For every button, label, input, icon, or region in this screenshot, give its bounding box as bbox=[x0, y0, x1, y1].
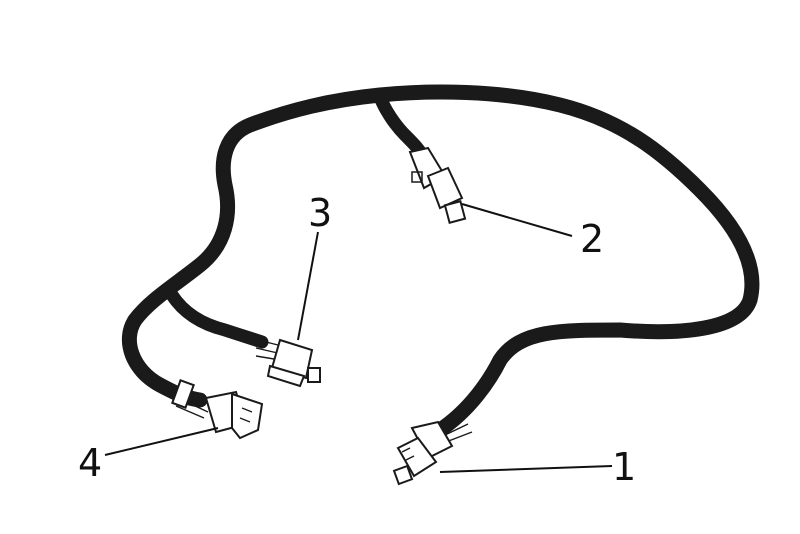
connector-2 bbox=[408, 146, 467, 224]
connector-4 bbox=[171, 379, 264, 440]
leader-line-4 bbox=[104, 427, 219, 456]
callout-label-2: 2 bbox=[580, 217, 604, 261]
leader-line-3 bbox=[297, 231, 319, 341]
connector-3 bbox=[255, 338, 321, 388]
leader-line-2 bbox=[461, 203, 573, 237]
leader-lines bbox=[104, 203, 613, 473]
callout-label-3: 3 bbox=[308, 191, 332, 235]
connector-1 bbox=[392, 417, 473, 486]
harness-branch-3 bbox=[165, 288, 269, 349]
callout-label-4: 4 bbox=[78, 441, 102, 485]
callout-label-1: 1 bbox=[612, 445, 636, 489]
leader-line-1 bbox=[439, 465, 613, 473]
harness-main-trunk bbox=[121, 84, 760, 438]
